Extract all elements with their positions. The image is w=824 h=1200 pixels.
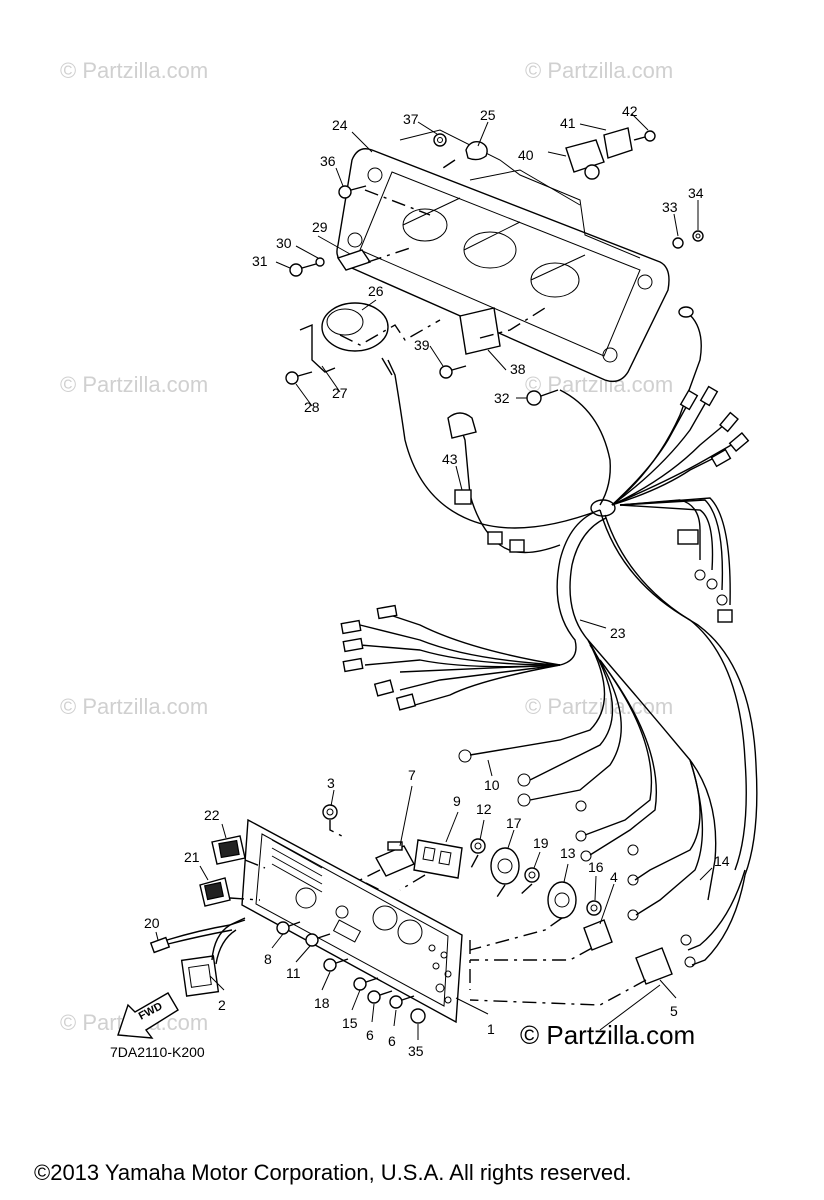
callout-15: 15 (342, 1015, 358, 1031)
upper-hardware (285, 127, 704, 406)
callout-6b: 6 (388, 1033, 396, 1049)
callout-17: 17 (506, 815, 522, 831)
callout-32: 32 (494, 390, 510, 406)
callout-39: 39 (414, 337, 430, 353)
callout-38: 38 (510, 361, 526, 377)
callout-numbers: 1 2 3 4 5 6 6 7 8 9 10 11 12 13 14 15 16… (144, 103, 730, 1059)
callout-30: 30 (276, 235, 292, 251)
callout-36: 36 (320, 153, 336, 169)
callout-4: 4 (610, 869, 618, 885)
callout-28: 28 (304, 399, 320, 415)
callout-2: 2 (218, 997, 226, 1013)
callout-10: 10 (484, 777, 500, 793)
copyright-notice: ©2013 Yamaha Motor Corporation, U.S.A. A… (34, 1160, 632, 1185)
callout-31: 31 (252, 253, 268, 269)
callout-27: 27 (332, 385, 348, 401)
callout-14: 14 (714, 853, 730, 869)
callout-23: 23 (610, 625, 626, 641)
callout-5: 5 (670, 1003, 678, 1019)
callout-26: 26 (368, 283, 384, 299)
callout-34: 34 (688, 185, 704, 201)
callout-16: 16 (588, 859, 604, 875)
callout-12: 12 (476, 801, 492, 817)
callout-8: 8 (264, 951, 272, 967)
callout-33: 33 (662, 199, 678, 215)
callout-43: 43 (442, 451, 458, 467)
watermark-6: © Partzilla.com (525, 694, 673, 719)
callout-29: 29 (312, 219, 328, 235)
callout-40: 40 (518, 147, 534, 163)
callout-37: 37 (403, 111, 419, 127)
watermark-1: © Partzilla.com (60, 58, 208, 83)
callout-19: 19 (533, 835, 549, 851)
callout-6a: 6 (366, 1027, 374, 1043)
callout-13: 13 (560, 845, 576, 861)
callout-21: 21 (184, 849, 200, 865)
callout-42: 42 (622, 103, 638, 119)
watermark-2: © Partzilla.com (525, 58, 673, 83)
assembly-lines-upper (339, 159, 546, 346)
callout-20: 20 (144, 915, 160, 931)
partzilla-logo: © Partzilla.com (520, 1020, 696, 1050)
callout-9: 9 (453, 793, 461, 809)
leader-lines (155, 113, 713, 1040)
lower-components: FWD (117, 804, 673, 1039)
assembly-lines-lower (229, 820, 647, 1006)
switch-panel (241, 818, 463, 1024)
meter-panel-housing (336, 129, 670, 383)
callout-18: 18 (314, 995, 330, 1011)
callout-1: 1 (487, 1021, 495, 1037)
callout-11: 11 (286, 965, 301, 981)
wire-harness (340, 306, 758, 968)
watermark-3: © Partzilla.com (60, 372, 208, 397)
callout-3: 3 (327, 775, 335, 791)
callout-22: 22 (204, 807, 220, 823)
watermark-5: © Partzilla.com (60, 694, 208, 719)
drawing-code: 7DA2110-K200 (110, 1044, 205, 1060)
callout-7: 7 (408, 767, 416, 783)
callout-25: 25 (480, 107, 496, 123)
callout-24: 24 (332, 117, 348, 133)
callout-41: 41 (560, 115, 576, 131)
callout-35: 35 (408, 1043, 424, 1059)
